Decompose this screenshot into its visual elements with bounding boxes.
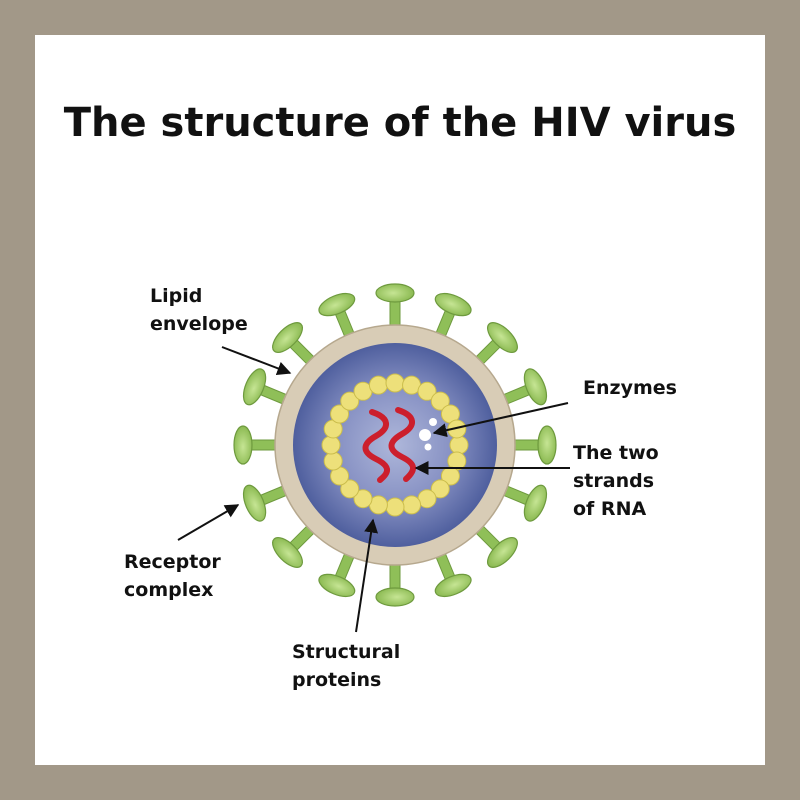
rna-strand	[362, 409, 390, 483]
receptor-knob	[233, 425, 253, 465]
label-line: Enzymes	[583, 377, 677, 399]
label-line: Structural	[292, 641, 401, 663]
label-structural-proteins: Structural proteins	[292, 638, 400, 694]
receptor-knob	[318, 573, 356, 598]
receptor-knob	[523, 484, 548, 522]
enzyme	[419, 429, 431, 441]
structural-protein	[323, 451, 343, 471]
receptor-knob	[272, 537, 303, 568]
receptor-spike	[375, 556, 415, 607]
label-rna: The two strands of RNA	[573, 439, 659, 523]
structural-protein	[430, 479, 450, 499]
enzyme	[424, 443, 432, 451]
label-receptor-complex: Receptor complex	[124, 548, 221, 604]
enzymes-group	[419, 418, 437, 451]
structural-proteins-arrow	[355, 518, 379, 633]
receptor-knob	[487, 322, 518, 353]
structural-protein	[340, 391, 360, 411]
structural-protein	[340, 479, 360, 499]
enzyme	[429, 418, 437, 426]
receptor-knob	[318, 292, 356, 317]
label-line: proteins	[292, 669, 382, 691]
label-line: envelope	[150, 313, 248, 335]
receptor-knob	[523, 368, 548, 406]
receptor-knob	[434, 292, 472, 317]
structural-protein	[321, 435, 341, 455]
structural-protein	[368, 375, 388, 395]
label-line: Lipid	[150, 285, 203, 307]
receptor-knob	[434, 573, 472, 598]
structural-proteins-ring	[321, 373, 469, 517]
page-title: The structure of the HIV virus	[63, 100, 737, 146]
rna-strand	[388, 407, 416, 482]
receptor-knob	[242, 484, 267, 522]
label-line: of RNA	[573, 498, 647, 520]
structural-protein	[449, 435, 469, 455]
rna-strands	[362, 407, 416, 483]
structural-protein	[330, 404, 350, 424]
receptor-spike	[506, 425, 557, 465]
label-line: strands	[573, 470, 655, 492]
label-line: Receptor	[124, 551, 221, 573]
structural-protein	[417, 381, 437, 401]
pointer-arrows	[177, 346, 570, 633]
receptor-spike	[233, 425, 284, 465]
label-enzymes: Enzymes	[583, 374, 677, 402]
structural-protein	[402, 495, 422, 515]
receptor-spike	[375, 283, 415, 334]
structural-protein	[353, 489, 373, 509]
receptor-knob	[272, 322, 303, 353]
receptor-knob	[242, 368, 267, 406]
label-line: complex	[124, 579, 214, 601]
receptor-knob	[375, 283, 415, 303]
receptor-knob	[375, 587, 415, 607]
label-line: The two	[573, 442, 659, 464]
label-lipid-envelope: Lipid envelope	[150, 282, 248, 338]
structural-protein	[385, 373, 405, 393]
receptor-knob	[537, 425, 557, 465]
structural-protein	[385, 497, 405, 517]
lipid-envelope-arrow	[221, 346, 292, 376]
receptor-knob	[487, 537, 518, 568]
enzymes-arrow	[432, 402, 569, 438]
receptor-complex-arrow	[177, 504, 240, 541]
structural-protein	[430, 391, 450, 411]
